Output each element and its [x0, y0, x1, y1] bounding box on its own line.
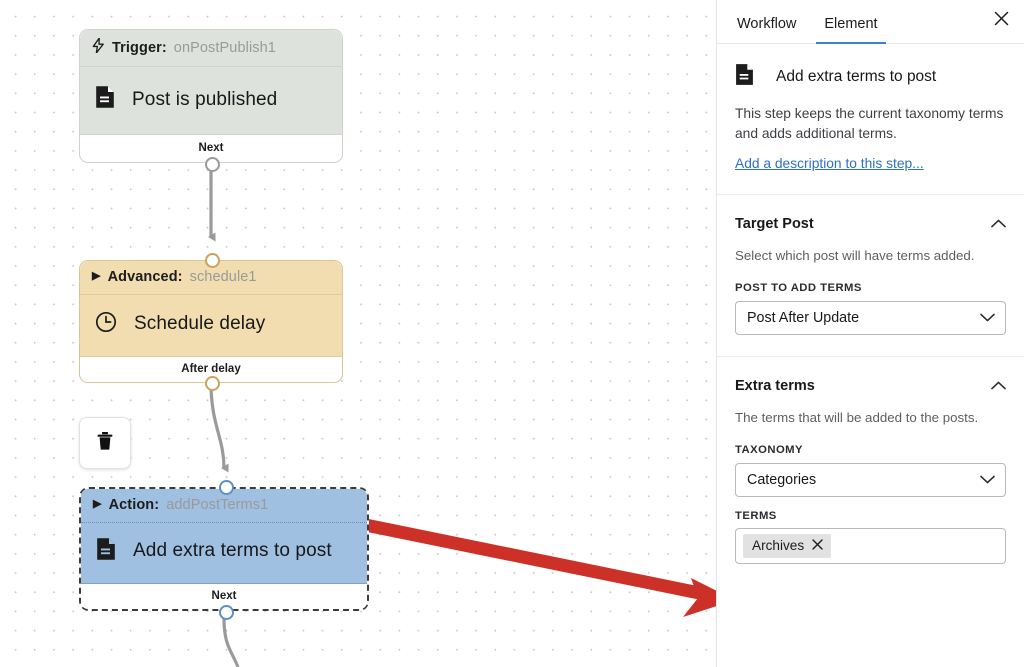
document-icon: [735, 63, 754, 91]
term-token-label: Archives: [752, 538, 805, 554]
chevron-up-icon[interactable]: [991, 215, 1006, 233]
step-title: Add extra terms to post: [776, 68, 937, 85]
section-title: Target Post: [735, 216, 814, 233]
chevron-down-icon: [980, 472, 995, 488]
node-handle: schedule1: [189, 269, 257, 285]
close-icon: [994, 11, 1009, 31]
tab-workflow[interactable]: Workflow: [737, 16, 797, 32]
caret-right-icon[interactable]: ▶: [92, 269, 101, 282]
node-kind-label: Action:: [108, 497, 160, 513]
node-title: Schedule delay: [134, 313, 266, 334]
tab-element[interactable]: Element: [810, 16, 891, 44]
edge-schedule-to-action: [209, 382, 229, 473]
node-title: Post is published: [132, 88, 278, 110]
node-body: Add extra terms to post: [81, 523, 367, 584]
section-target-post: Target Post Select which post will have …: [717, 195, 1024, 336]
add-description-link[interactable]: Add a description to this step...: [735, 156, 924, 172]
node-input-port[interactable]: [205, 253, 220, 268]
divider: [717, 356, 1024, 358]
step-header: Add extra terms to post: [717, 44, 1024, 91]
node-handle: addPostTerms1: [166, 497, 269, 513]
panel-content: Add extra terms to post This step keeps …: [717, 44, 1024, 667]
node-title: Add extra terms to post: [133, 540, 332, 561]
node-output-port[interactable]: [205, 376, 220, 391]
step-description: This step keeps the current taxonomy ter…: [735, 106, 1004, 141]
node-output-port[interactable]: [205, 157, 220, 172]
section-extra-terms: Extra terms The terms that will be added…: [717, 357, 1024, 565]
field-label-post-to-add-terms: POST TO ADD TERMS: [735, 282, 862, 295]
node-kind-label: Trigger:: [112, 39, 167, 56]
select-taxonomy[interactable]: Categories: [735, 463, 1006, 498]
node-body: Post is published: [80, 67, 342, 135]
section-header-extra-terms[interactable]: Extra terms: [735, 357, 1006, 395]
panel-tabs: Workflow Element: [717, 0, 1024, 44]
chevron-up-icon[interactable]: [991, 377, 1006, 395]
bolt-icon: [92, 37, 105, 57]
terms-input[interactable]: Archives: [735, 528, 1006, 565]
workflow-canvas[interactable]: Trigger: onPostPublish1 Post is publishe…: [0, 0, 716, 667]
trash-icon: [96, 431, 114, 456]
document-icon: [95, 85, 115, 114]
close-icon[interactable]: [812, 539, 823, 552]
node-header: Trigger: onPostPublish1: [80, 30, 342, 67]
caret-right-icon[interactable]: ▶: [93, 497, 102, 510]
delete-node-button[interactable]: [79, 417, 131, 469]
section-subtitle: Select which post will have terms added.: [735, 248, 975, 264]
inspector-panel: Workflow Element: [716, 0, 1024, 667]
clock-icon: [95, 311, 117, 338]
field-label-terms: TERMS: [735, 510, 777, 523]
chevron-down-icon: [980, 310, 995, 326]
section-subtitle: The terms that will be added to the post…: [735, 410, 979, 426]
node-footer-next[interactable]: Next: [81, 584, 367, 609]
section-title: Extra terms: [735, 378, 815, 395]
workflow-node-schedule[interactable]: ▶ Advanced: schedule1 Schedule delay Aft…: [79, 253, 343, 391]
section-header-target-post[interactable]: Target Post: [735, 195, 1006, 233]
select-value: Post After Update: [747, 310, 860, 327]
node-input-port[interactable]: [219, 480, 234, 495]
term-token[interactable]: Archives: [743, 534, 832, 559]
node-body: Schedule delay: [80, 295, 342, 357]
close-panel-button[interactable]: [988, 8, 1014, 34]
workflow-node-trigger[interactable]: Trigger: onPostPublish1 Post is publishe…: [79, 29, 343, 172]
field-label-taxonomy: TAXONOMY: [735, 444, 804, 457]
edge-action-to-next: [222, 617, 240, 667]
divider: [717, 194, 1024, 196]
select-post-to-add-terms[interactable]: Post After Update: [735, 301, 1006, 336]
node-kind-label: Advanced:: [107, 269, 183, 285]
document-icon: [96, 537, 116, 566]
select-value: Categories: [747, 472, 817, 489]
workflow-node-action[interactable]: ▶ Action: addPostTerms1 Add extra terms …: [79, 480, 369, 620]
node-handle: onPostPublish1: [173, 39, 276, 56]
node-output-port[interactable]: [219, 605, 234, 620]
